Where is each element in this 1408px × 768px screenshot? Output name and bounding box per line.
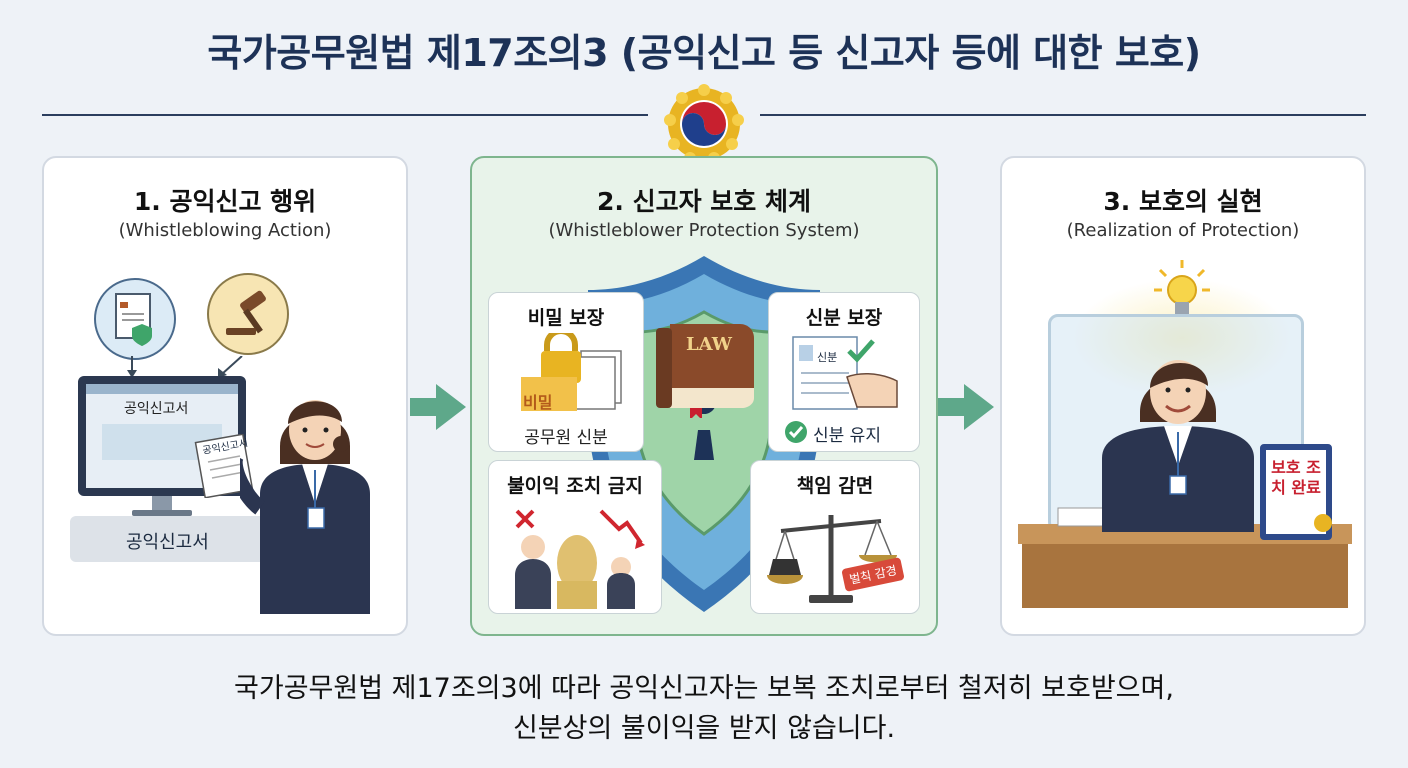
card-status-guarantee-title: 신분 보장 xyxy=(805,307,883,329)
title-rule-left xyxy=(42,114,648,116)
panel-whistleblowing-action: 1. 공익신고 행위 (Whistleblowing Action) 공익신고서 xyxy=(42,156,408,636)
id-document-icon xyxy=(792,336,898,410)
card-confidentiality-title: 비밀 보장 xyxy=(527,307,605,329)
government-emblem-icon xyxy=(664,84,744,164)
panel-1-subheading: (Whistleblowing Action) xyxy=(118,220,332,241)
check-circle-icon xyxy=(785,421,807,443)
protected-civil-servant xyxy=(1102,360,1254,532)
secret-badge: 비밀 xyxy=(523,393,553,412)
gavel-icon xyxy=(207,273,289,355)
civil-servant-woman xyxy=(240,400,370,614)
lightbulb-icon xyxy=(1154,260,1210,314)
page-title: 국가공무원법 제17조의3 (공익신고 등 신고자 등에 대한 보호) xyxy=(207,31,1201,75)
balance-scale-icon xyxy=(767,515,897,603)
card-liability-relief: 책임 감면 벌칙 감경 xyxy=(750,460,920,614)
padlock-folder-icon xyxy=(521,333,622,411)
flow-arrow-2-icon xyxy=(938,384,994,430)
monitor-form-label: 공익신고서 xyxy=(124,401,189,417)
secure-document-icon xyxy=(94,278,176,360)
panel-2-subheading: (Whistleblower Protection System) xyxy=(548,220,860,241)
card-no-disadvantage-title: 불이익 조치 금지 xyxy=(507,475,643,497)
card-confidentiality-caption: 공무원 신분 xyxy=(524,428,608,448)
panel-protection-system: 2. 신고자 보호 체계 (Whistleblower Protection S… xyxy=(470,156,938,636)
card-confidentiality: 비밀 보장 비밀 공무원 신분 xyxy=(488,292,644,452)
footer-line-2: 신분상의 불이익을 받지 않습니다. xyxy=(512,713,896,744)
form-base-card xyxy=(70,516,296,562)
panel-3-subheading: (Realization of Protection) xyxy=(1066,220,1300,241)
paper-document xyxy=(194,434,254,498)
form-base-label: 공익신고서 xyxy=(126,532,209,553)
retaliation-scene-icon xyxy=(515,509,645,609)
flow-arrow-1-icon xyxy=(410,384,466,430)
panel-1-heading: 1. 공익신고 행위 xyxy=(133,187,317,216)
card-status-guarantee-caption: 신분 유지 xyxy=(813,426,881,446)
title-rule-right xyxy=(760,114,1366,116)
footer-line-1: 국가공무원법 제17조의3에 따라 공익신고자는 보복 조치로부터 철저히 보호… xyxy=(234,673,1174,704)
card-no-disadvantage: 불이익 조치 금지 xyxy=(488,460,662,614)
law-book-icon xyxy=(656,324,754,418)
card-liability-relief-title: 책임 감면 xyxy=(796,475,874,497)
panel-2-heading: 2. 신고자 보호 체계 xyxy=(596,187,811,216)
connector-arrows xyxy=(127,356,243,378)
card-status-guarantee: 신분 보장 신분 신분 유지 xyxy=(768,292,920,452)
gold-seal-icon xyxy=(1314,514,1332,532)
law-book-label: LAW xyxy=(686,334,732,355)
protection-plaque-text: 보호 조치 완료 xyxy=(1271,458,1321,497)
panel-realization: 3. 보호의 실현 (Realization of Protection) 보호… xyxy=(1000,156,1366,636)
panel-3-heading: 3. 보호의 실현 xyxy=(1103,187,1263,216)
id-document-label: 신분 xyxy=(817,351,838,364)
